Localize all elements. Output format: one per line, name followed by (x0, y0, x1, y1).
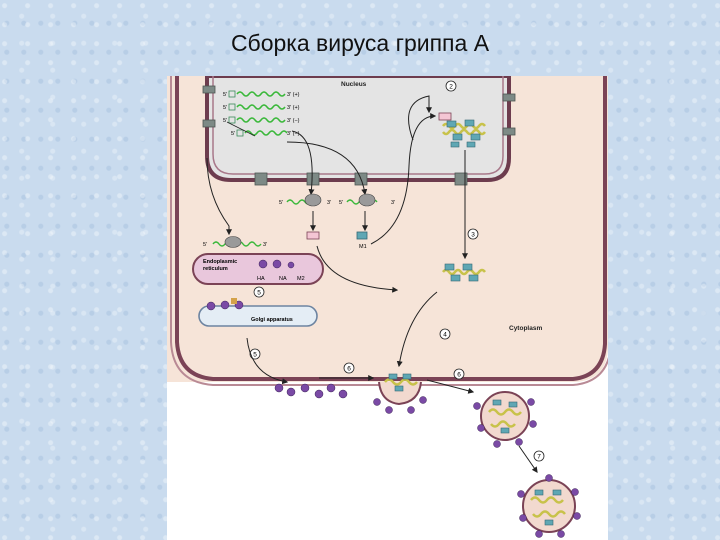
svg-text:4: 4 (443, 332, 447, 339)
m1-label: M1 (359, 244, 367, 250)
vrna-segments: 5' 3' (+) 5' 3' (+) 5' 3' (−) 5' 3' (−) (223, 90, 300, 137)
step-5b-marker: 5 (249, 348, 261, 360)
golgi-apparatus: Golgi apparatus (198, 298, 318, 327)
nuclear-pores (202, 85, 516, 186)
vrna-row: 5' 3' (+) (223, 103, 300, 111)
mature-virion (517, 474, 581, 538)
rna-3-label: 3' (+) (287, 92, 300, 98)
free-ribosomes: 5' 3' 5' 3' (279, 193, 395, 207)
rna-5-label: 5' (223, 118, 227, 124)
slide-title: Сборка вируса гриппа A (230, 30, 490, 56)
vrna-row: 5' 3' (−) (223, 116, 300, 124)
svg-text:3': 3' (391, 200, 395, 206)
er-label: Endoplasmic (203, 259, 237, 265)
na-label: NA (279, 276, 287, 282)
svg-text:6: 6 (347, 366, 351, 373)
arrow-4 (396, 291, 438, 368)
svg-text:5: 5 (253, 352, 257, 359)
rna-3-label: 3' (−) (287, 118, 300, 124)
cytoplasm-label: Cytoplasm (509, 325, 542, 332)
arrow-6b (426, 379, 475, 394)
membrane-spikes (274, 383, 348, 399)
step-6b-marker: 6 (453, 368, 465, 380)
step-7-marker: 7 (533, 450, 545, 462)
svg-text:5: 5 (257, 290, 261, 297)
rna-5-label: 5' (223, 105, 227, 111)
step-3-marker: 3 (467, 228, 479, 240)
ha-label: HA (257, 276, 265, 282)
m1-protein-box (356, 231, 368, 240)
nucleus-label: Nucleus (341, 81, 367, 88)
vrna-row: 5' 3' (−) (231, 129, 300, 137)
released-virion (473, 391, 537, 448)
step-4-marker: 4 (439, 328, 451, 340)
rnp-cluster-cytoplasm (442, 263, 486, 282)
arrow-2 (408, 95, 432, 141)
svg-text:5': 5' (203, 242, 207, 248)
pb-protein-box (306, 231, 320, 240)
influenza-assembly-figure: Nucleus 5' 3' (+) 5' 3' (+) 5' 3' (−) 5'… (167, 76, 608, 540)
er-label: reticulum (203, 266, 228, 272)
rna-3-label: 3' (−) (287, 131, 300, 137)
rna-5-label: 5' (223, 92, 227, 98)
svg-text:6: 6 (457, 372, 461, 379)
assembly-diagram: Nucleus 5' 3' (+) 5' 3' (+) 5' 3' (−) 5'… (167, 76, 608, 538)
svg-text:3': 3' (327, 200, 331, 206)
rnp-cluster-nucleus (438, 112, 486, 148)
vrna-row: 5' 3' (+) (223, 90, 300, 98)
er-ribosome: 5' 3' (203, 236, 267, 248)
nucleus (205, 76, 511, 182)
arrow-7 (518, 445, 538, 473)
svg-text:3': 3' (263, 242, 267, 248)
svg-text:7: 7 (537, 454, 541, 461)
rna-5-label: 5' (231, 131, 235, 137)
step-6a-marker: 6 (343, 362, 355, 374)
svg-text:5': 5' (339, 200, 343, 206)
budding-virion (373, 373, 427, 414)
step-2-marker: 2 (445, 80, 457, 92)
svg-text:3: 3 (471, 232, 475, 239)
svg-text:5': 5' (279, 200, 283, 206)
step-5-marker: 5 (253, 286, 265, 298)
m2-label: M2 (297, 276, 305, 282)
rna-3-label: 3' (+) (287, 105, 300, 111)
endoplasmic-reticulum: Endoplasmic reticulum HA NA M2 (192, 253, 324, 285)
golgi-label: Golgi apparatus (251, 317, 293, 323)
svg-text:2: 2 (449, 84, 453, 91)
